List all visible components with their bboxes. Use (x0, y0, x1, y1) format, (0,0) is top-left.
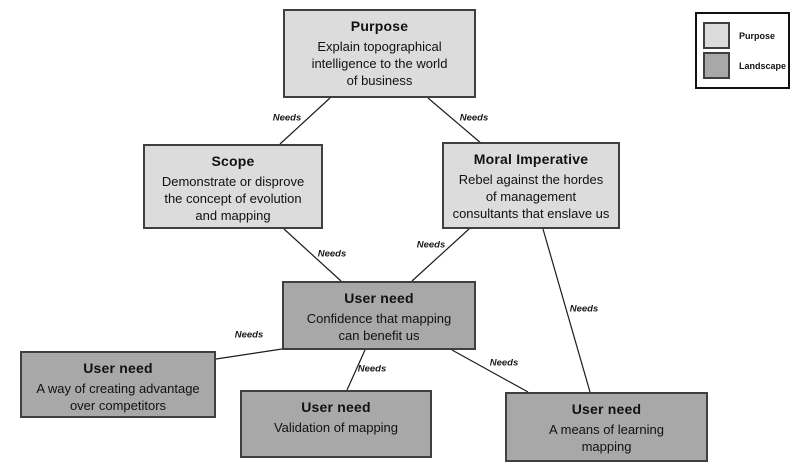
node-scope-title: Scope (211, 153, 255, 169)
edge-label-confidence-learning: Needs (489, 357, 519, 369)
edge-label-moral-learning: Needs (569, 303, 599, 315)
edge-moral-learning (542, 228, 591, 393)
legend-label-purpose: Purpose (739, 30, 776, 41)
node-user-need-learning-body: A means of learning mapping (549, 422, 664, 454)
node-user-need-advantage-body: A way of creating advantage over competi… (36, 381, 200, 413)
edge-scope-confidence (283, 228, 342, 282)
edge-label-confidence-advantage: Needs (234, 329, 264, 341)
edge-label-moral-confidence: Needs (416, 239, 446, 251)
edge-label-scope-confidence: Needs (317, 248, 347, 260)
node-moral-imperative: Moral Imperative Rebel against the horde… (442, 142, 620, 229)
node-moral-imperative-body: Rebel against the hordes of management c… (452, 172, 610, 221)
node-user-need-confidence-title: User need (344, 290, 414, 306)
edge-purpose-moral (427, 97, 483, 145)
node-user-need-advantage-title: User need (83, 360, 153, 376)
node-purpose: Purpose Explain topographical intelligen… (283, 9, 476, 98)
node-user-need-validation-title: User need (301, 399, 371, 415)
legend-item-purpose: Purpose (703, 22, 782, 49)
node-user-need-validation-body: Validation of mapping (273, 420, 399, 435)
edge-confidence-learning (451, 349, 529, 393)
edge-confidence-validation (346, 349, 366, 391)
node-user-need-advantage: User need A way of creating advantage ov… (20, 351, 216, 418)
edge-moral-confidence (411, 228, 470, 282)
edge-label-purpose-moral: Needs (459, 112, 489, 124)
node-purpose-body: Explain topographical intelligence to th… (311, 39, 448, 88)
node-scope-body: Demonstrate or disprove the concept of e… (161, 174, 305, 223)
node-moral-imperative-title: Moral Imperative (473, 151, 589, 167)
edge-confidence-advantage (215, 348, 283, 360)
edge-purpose-scope (279, 97, 331, 145)
node-user-need-confidence-body: Confidence that mapping can benefit us (306, 311, 452, 343)
legend-swatch-landscape (703, 52, 730, 79)
legend-swatch-purpose (703, 22, 730, 49)
edge-label-confidence-validation: Needs (357, 363, 387, 375)
node-scope: Scope Demonstrate or disprove the concep… (143, 144, 323, 229)
node-purpose-title: Purpose (350, 18, 409, 34)
node-user-need-confidence: User need Confidence that mapping can be… (282, 281, 476, 350)
node-user-need-learning: User need A means of learning mapping (505, 392, 708, 462)
node-user-need-learning-title: User need (571, 401, 642, 417)
node-user-need-validation: User need Validation of mapping (240, 390, 432, 458)
legend: Purpose Landscape (695, 12, 790, 89)
legend-label-landscape: Landscape (739, 60, 787, 71)
edge-label-purpose-scope: Needs (272, 112, 302, 124)
legend-item-landscape: Landscape (703, 52, 786, 79)
